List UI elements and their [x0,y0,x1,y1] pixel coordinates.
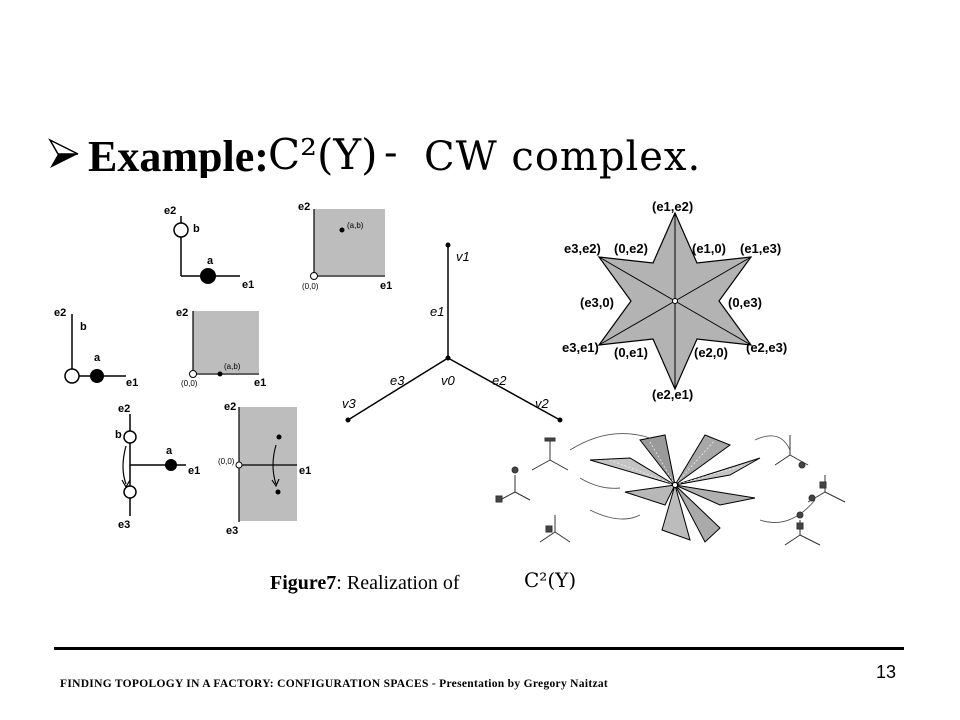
vertex-label-v1: v1 [456,249,470,264]
point-label-a: a [166,445,173,457]
star-label: (e1,e3) [740,241,781,256]
star-label: (e2,e3) [746,340,787,355]
footer-rule [54,647,904,650]
figure-caption: Figure7: Realization of [270,572,460,595]
star-label: (e3,0) [580,295,614,310]
star-labels: (e1,e2) e3,e2) (0,e2) (e1,0) (e1,e3) (e3… [562,199,787,402]
star-label: (e1,e2) [652,199,693,214]
title-math: C²(Y) [268,130,378,179]
origin-label: (0,0) [181,379,198,388]
axis-label: e1 [126,377,138,389]
axis-label: e1 [299,465,311,477]
panel-a-at-corner: e2 b a e1 [164,205,254,291]
vertex-label-v2: v2 [535,396,550,411]
point-label-b: b [80,321,87,333]
star-label: (e2,e1) [652,387,693,402]
folded-star-illustration [495,433,846,546]
star-label: e3,e1) [562,340,599,355]
panel-square-middle: e2 (a,b) (0,0) e1 [176,307,266,389]
vertex-label-v3: v3 [342,396,357,411]
page-number: 13 [876,662,897,682]
point-label-ab: (a,b) [347,221,364,230]
axis-label: e3 [226,525,238,536]
star-label: (0,e1) [614,345,648,360]
folded-star [589,434,761,543]
origin-label: (0,0) [218,457,235,466]
star-label: (e1,0) [692,241,726,256]
axis-label: e2 [298,201,310,213]
axis-label: e2 [224,401,236,413]
axis-label: e1 [242,279,254,291]
star-complex: (e1,e2) e3,e2) (0,e2) (e1,0) (e1,e3) (e3… [562,199,787,402]
heading-container: Example: [88,132,268,178]
axis-label: e1 [188,465,200,477]
configuration-panels: e2 b a e1 e2 (a,b) (0,0) e1 e2 b a e1 e2… [54,201,392,536]
edge-label-e1: e1 [430,304,444,319]
title-dash: - [384,130,398,176]
point-label-a: a [94,352,101,364]
axis-label: e2 [164,205,176,217]
star-label: (0,e2) [614,241,648,256]
vertex-label-v0: v0 [441,373,456,388]
star-label: (e2,0) [694,345,728,360]
point-label-a: a [207,255,214,267]
robot-configurations [495,435,846,546]
axis-label: e2 [54,307,66,319]
point-label-b: b [193,223,200,235]
caption-math: C²(Y) [524,568,577,592]
axis-label: e2 [176,307,188,319]
point-label-b: b [115,429,122,441]
star-label: (0,e3) [728,295,762,310]
star-label: e3,e2) [564,241,601,256]
panel-rect-bottom: e2 (0,0) e1 e3 [218,401,311,536]
y-graph: v1 e1 v0 e3 e2 v3 v2 [342,242,563,423]
origin-label: (0,0) [302,282,319,291]
panel-square-top: e2 (a,b) (0,0) e1 [298,201,392,292]
footer-text: FINDING TOPOLOGY IN A FACTORY: CONFIGURA… [60,678,609,690]
panel-a-on-e1: e2 b a e1 [54,307,138,389]
title-cw-complex: CW complex. [424,134,702,180]
bullet-arrow-icon [48,138,79,168]
heading-example: Example: [88,132,268,178]
edge-label-e3: e3 [390,373,405,388]
flow-arrows [569,433,816,523]
axis-label: e1 [380,280,392,292]
edge-label-e2: e2 [492,373,507,388]
caption-text: : Realization of [336,572,460,594]
axis-label: e3 [118,519,130,531]
axis-label: e1 [254,377,266,389]
point-label-ab: (a,b) [224,362,241,371]
panel-b-moving: e2 b a e1 e3 [115,403,200,531]
star-shape [597,211,753,391]
axis-label: e2 [118,403,130,415]
caption-figure-number: Figure7 [270,572,337,594]
